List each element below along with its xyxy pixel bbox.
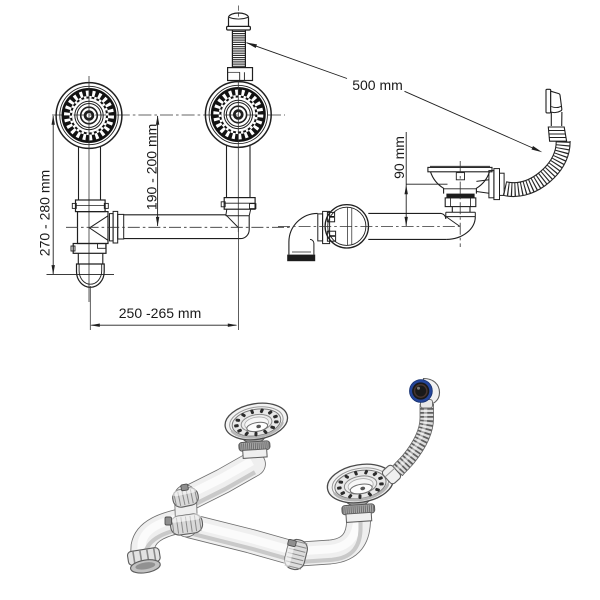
svg-text:190 - 200 mm: 190 - 200 mm <box>143 124 159 210</box>
svg-text:500 mm: 500 mm <box>352 77 403 93</box>
svg-text:270 - 280 mm: 270 - 280 mm <box>36 170 52 256</box>
svg-text:250 -265 mm: 250 -265 mm <box>119 305 201 321</box>
svg-text:90 mm: 90 mm <box>391 136 407 179</box>
